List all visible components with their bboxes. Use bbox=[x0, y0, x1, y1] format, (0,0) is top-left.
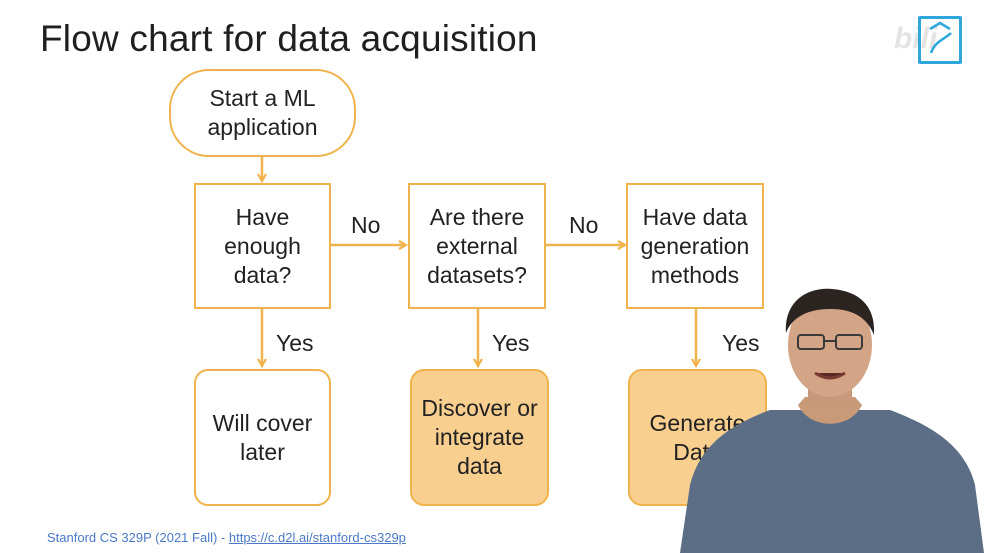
edge-label-no-1: No bbox=[351, 212, 381, 238]
node-external-datasets: Are there external datasets? bbox=[408, 183, 546, 309]
edge-label-yes-3: Yes bbox=[722, 330, 760, 356]
bilibili-logo-icon bbox=[918, 16, 962, 64]
node-will-cover-later: Will cover later bbox=[194, 369, 331, 506]
edge-label-yes-1: Yes bbox=[276, 330, 314, 356]
presenter-video-image bbox=[680, 288, 984, 553]
node-generation-methods-label: Have data generation methods bbox=[640, 203, 750, 288]
edge-label-yes-2: Yes bbox=[492, 330, 530, 356]
node-will-cover-later-label: Will cover later bbox=[212, 409, 313, 465]
slide-title: Flow chart for data acquisition bbox=[40, 18, 538, 59]
node-start-label: Start a ML application bbox=[207, 85, 318, 140]
footer-citation: Stanford CS 329P (2021 Fall) - https://c… bbox=[47, 530, 406, 545]
node-have-enough-data-label: Have enough data? bbox=[224, 203, 301, 288]
node-discover-integrate-label: Discover or integrate data bbox=[421, 395, 538, 479]
node-discover-integrate: Discover or integrate data bbox=[410, 369, 549, 506]
node-start: Start a ML application bbox=[169, 69, 356, 157]
node-external-datasets-label: Are there external datasets? bbox=[427, 203, 527, 288]
edge-label-no-2: No bbox=[569, 212, 599, 238]
node-generation-methods: Have data generation methods bbox=[626, 183, 764, 309]
footer-prefix: Stanford CS 329P (2021 Fall) - bbox=[47, 530, 229, 545]
tv-icon bbox=[929, 21, 952, 54]
node-have-enough-data: Have enough data? bbox=[194, 183, 331, 309]
footer-link[interactable]: https://c.d2l.ai/stanford-cs329p bbox=[228, 530, 406, 545]
